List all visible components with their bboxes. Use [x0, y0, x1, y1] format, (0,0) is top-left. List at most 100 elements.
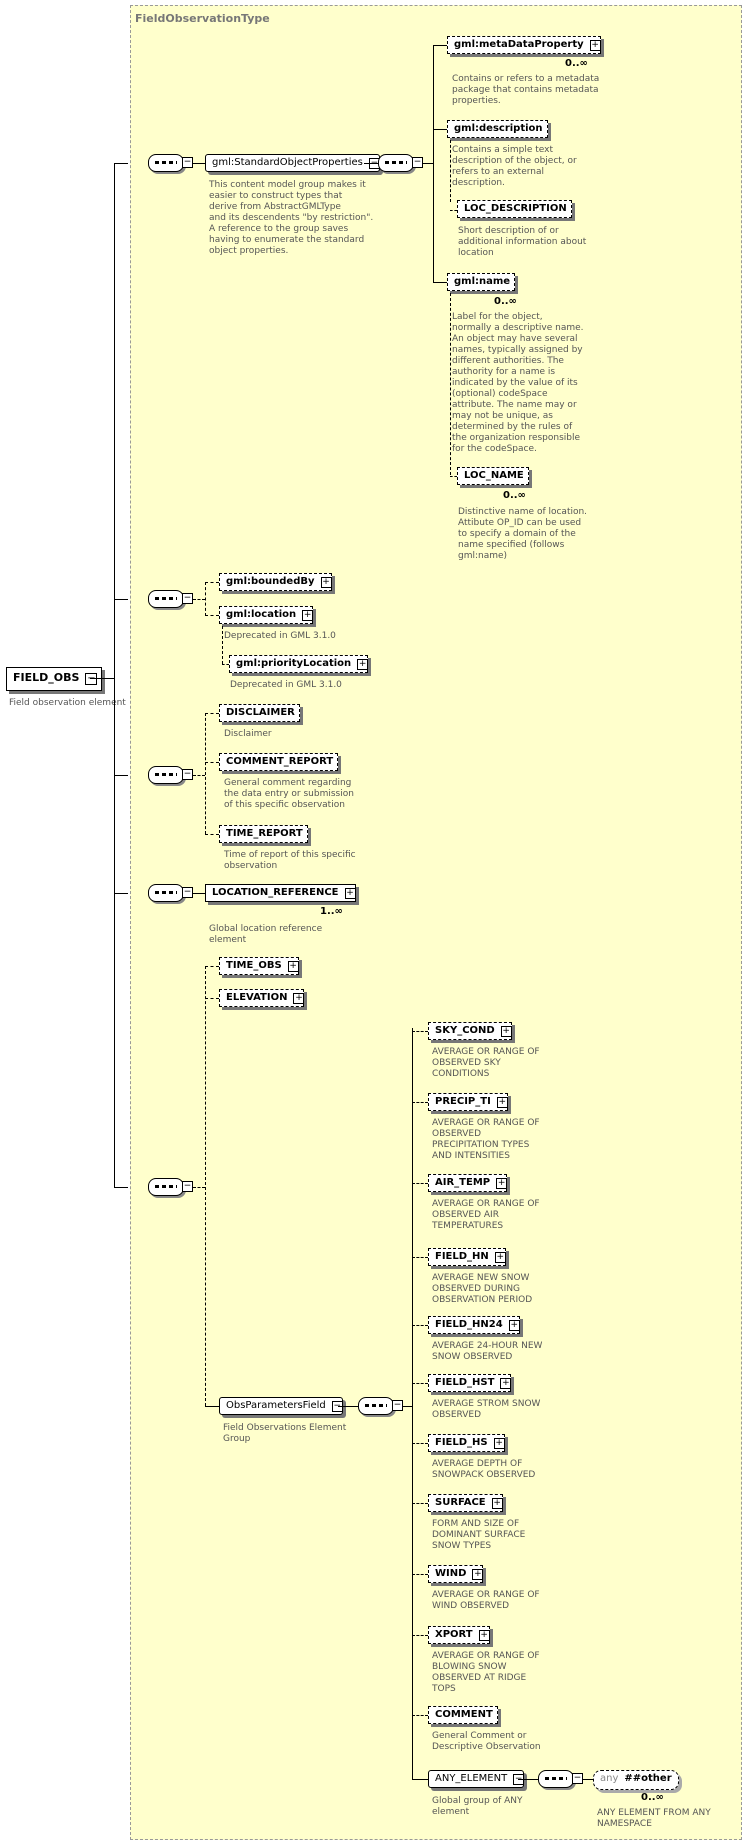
collapse-icon[interactable]: − [392, 1400, 403, 1411]
element-gml-description[interactable]: gml:description [447, 120, 548, 138]
element-doc: Contains a simple text description of th… [452, 145, 577, 188]
connector [412, 1183, 428, 1184]
sequence-compositor-4[interactable] [148, 884, 184, 902]
expand-icon[interactable]: + [478, 1630, 490, 1641]
element-field-hst[interactable]: FIELD_HST+ [428, 1374, 512, 1392]
expand-icon[interactable]: + [589, 40, 601, 51]
element-field-hn24[interactable]: FIELD_HN24+ [428, 1316, 520, 1334]
expand-icon[interactable]: + [472, 1569, 484, 1580]
connector [433, 282, 447, 283]
group-ref-label: gml:StandardObjectProperties [212, 157, 363, 168]
element-time-report[interactable]: TIME_REPORT [219, 825, 308, 843]
sequence-compositor-3[interactable] [148, 766, 184, 784]
root-element[interactable]: FIELD_OBS − [6, 667, 103, 691]
expand-icon[interactable]: + [496, 1097, 508, 1108]
sequence-compositor-6[interactable] [358, 1397, 394, 1415]
element-elevation[interactable]: ELEVATION+ [219, 989, 305, 1007]
element-gml-prioritylocation[interactable]: gml:priorityLocation + [229, 655, 369, 673]
sequence-compositor-2[interactable] [148, 590, 184, 608]
element-comment-report[interactable]: COMMENT_REPORT [219, 753, 339, 771]
expand-icon[interactable]: + [287, 961, 299, 972]
cardinality: 0..∞ [641, 1792, 664, 1803]
expand-icon[interactable]: + [500, 1026, 512, 1037]
element-doc: Short description of or additional infor… [458, 226, 587, 258]
element-label: gml:name [454, 276, 511, 287]
element-gml-name[interactable]: gml:name [447, 273, 516, 291]
expand-icon[interactable]: + [344, 888, 356, 899]
substitution-connector [450, 210, 457, 211]
element-air-temp[interactable]: AIR_TEMP+ [428, 1174, 508, 1192]
connector [433, 45, 447, 46]
connector [412, 1257, 428, 1258]
expand-icon[interactable]: + [320, 577, 332, 588]
expand-icon[interactable]: + [508, 1320, 520, 1331]
element-surface[interactable]: SURFACE+ [428, 1494, 503, 1512]
element-field-hs[interactable]: FIELD_HS+ [428, 1434, 505, 1452]
connector [205, 713, 206, 834]
element-field-hn[interactable]: FIELD_HN+ [428, 1248, 506, 1266]
element-wind[interactable]: WIND+ [428, 1565, 484, 1583]
connector [412, 1102, 428, 1103]
element-disclaimer[interactable]: DISCLAIMER [219, 704, 300, 722]
sequence-compositor-1b[interactable] [378, 154, 414, 172]
collapse-icon[interactable]: − [182, 1181, 193, 1192]
element-doc: Deprecated in GML 3.1.0 [230, 680, 342, 690]
group-ref-standard-object-properties[interactable]: gml:StandardObjectProperties− [205, 154, 380, 172]
element-gml-metadataproperty[interactable]: gml:metaDataProperty+ [447, 36, 601, 54]
element-comment[interactable]: COMMENT [428, 1706, 498, 1724]
sequence-icon [155, 597, 177, 600]
element-time-obs[interactable]: TIME_OBS+ [219, 957, 299, 975]
element-label: gml:boundedBy [226, 576, 315, 587]
collapse-icon[interactable]: − [182, 157, 193, 168]
collapse-icon[interactable]: − [412, 157, 423, 168]
connector [412, 1779, 428, 1780]
group-ref-any-element[interactable]: ANY_ELEMENT− [428, 1770, 525, 1788]
expand-icon[interactable]: + [494, 1252, 506, 1263]
element-label: gml:location [226, 609, 297, 620]
sequence-compositor-1[interactable] [148, 154, 184, 172]
connector [338, 1406, 358, 1407]
collapse-icon[interactable]: − [182, 887, 193, 898]
sequence-compositor-5[interactable] [148, 1178, 184, 1196]
connector [193, 163, 205, 164]
substitution-connector [450, 140, 451, 202]
element-label: SKY_COND [435, 1025, 495, 1036]
connector [412, 1635, 428, 1636]
element-loc-name[interactable]: LOC_NAME [457, 467, 529, 485]
cardinality: 0..∞ [503, 490, 526, 501]
element-sky-cond[interactable]: SKY_COND + [428, 1022, 512, 1040]
element-gml-boundedby[interactable]: gml:boundedBy + [219, 573, 332, 591]
sequence-icon [155, 1185, 177, 1188]
expand-icon[interactable]: + [357, 659, 369, 670]
element-xport[interactable]: XPORT+ [428, 1626, 490, 1644]
element-label: LOC_NAME [464, 470, 524, 481]
connector [205, 762, 219, 763]
connector [403, 1406, 412, 1407]
element-doc: AVERAGE DEPTH OF SNOWPACK OBSERVED [432, 1459, 536, 1480]
cardinality: 0..∞ [565, 58, 588, 69]
element-precip-ti[interactable]: PRECIP_TI+ [428, 1093, 508, 1111]
collapse-icon[interactable]: − [182, 769, 193, 780]
collapse-icon[interactable]: − [182, 593, 193, 604]
any-wildcard[interactable]: any##other [593, 1770, 679, 1790]
connector [205, 615, 219, 616]
expand-icon[interactable]: + [302, 610, 314, 621]
expand-icon[interactable]: + [500, 1378, 512, 1389]
any-doc: ANY ELEMENT FROM ANY NAMESPACE [597, 1808, 711, 1829]
group-ref-obsparametersfield[interactable]: ObsParametersField− [219, 1397, 343, 1415]
element-label: gml:priorityLocation [236, 658, 352, 669]
collapse-icon[interactable]: − [85, 673, 98, 685]
element-loc-description[interactable]: LOC_DESCRIPTION [457, 200, 572, 218]
element-location-reference[interactable]: LOCATION_REFERENCE+ [205, 884, 356, 902]
connector [583, 1779, 593, 1780]
connector [193, 893, 205, 894]
collapse-icon[interactable]: − [572, 1773, 583, 1784]
expand-icon[interactable]: + [496, 1178, 508, 1189]
expand-icon[interactable]: + [491, 1498, 503, 1509]
expand-icon[interactable]: + [293, 993, 305, 1004]
substitution-connector [450, 293, 451, 475]
expand-icon[interactable]: + [493, 1438, 505, 1449]
sequence-compositor-7[interactable] [538, 1770, 574, 1788]
element-doc: AVERAGE OR RANGE OF BLOWING SNOW OBSERVE… [432, 1651, 540, 1694]
element-gml-location[interactable]: gml:location + [219, 606, 314, 624]
